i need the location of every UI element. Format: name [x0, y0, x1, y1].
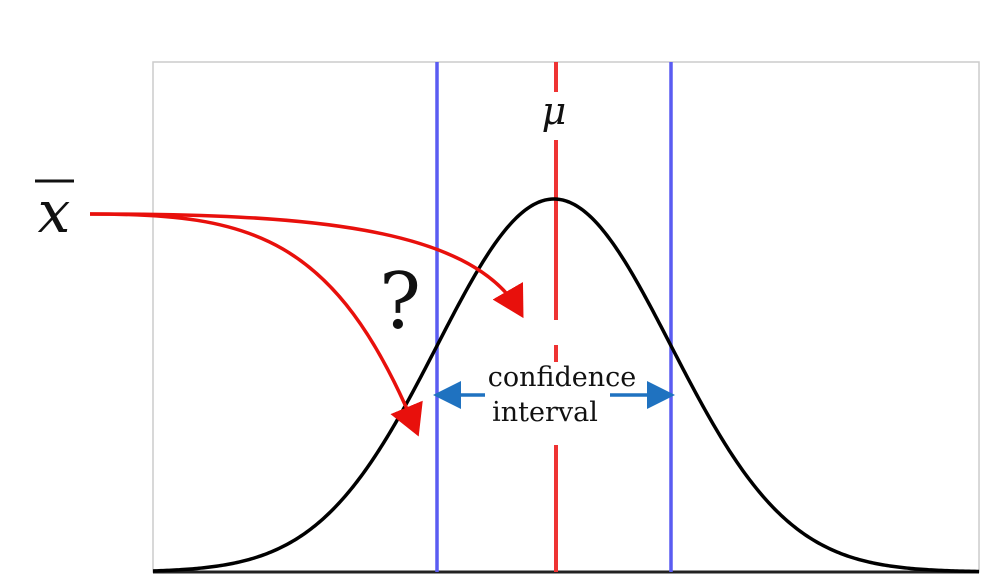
arrow-to-center	[89, 212, 524, 319]
arrow-to-outside	[89, 212, 423, 437]
normal-curve	[152, 197, 980, 574]
plot-frame	[152, 61, 980, 573]
mu-label: μ	[542, 89, 567, 133]
xbar-letter: x	[38, 178, 71, 246]
xbar-symbol: x	[35, 178, 74, 246]
ci-label-line1: confidence	[488, 362, 637, 393]
question-mark: ?	[379, 257, 421, 347]
ci-label-line2: interval	[492, 397, 598, 428]
